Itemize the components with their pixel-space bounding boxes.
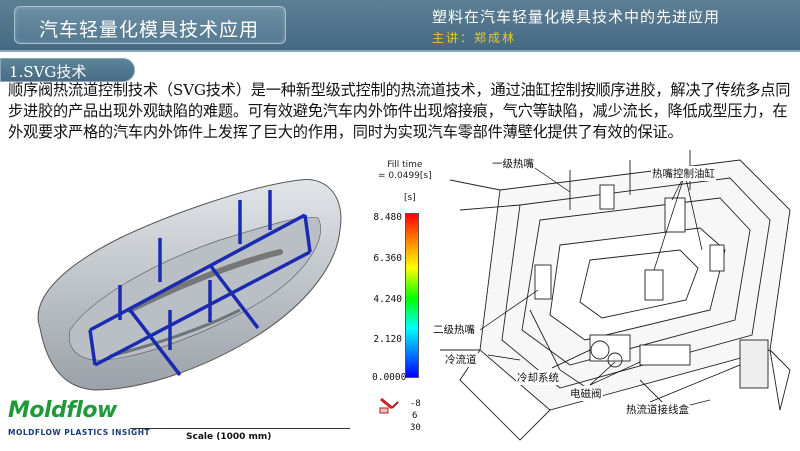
runner-system xyxy=(88,190,312,377)
label-junction-box: 热流道接线盒 xyxy=(625,402,690,417)
label-cold-runner: 冷流道 xyxy=(444,352,478,367)
triad-value: -8 xyxy=(410,399,421,409)
hot-runner-diagram xyxy=(440,150,791,441)
triad-value: 6 xyxy=(412,411,418,421)
triad-value: 30 xyxy=(410,423,421,433)
page-title: 汽车轻量化模具技术应用 xyxy=(39,19,260,41)
section-heading: 1.SVG技术 xyxy=(0,58,135,82)
bumper-simulation-figure xyxy=(37,179,342,391)
logo-subtitle: MOLDFLOW PLASTICS INSIGHT xyxy=(8,428,151,437)
tick-label: 2.120 xyxy=(373,334,402,345)
fill-time-label: Fill time = 0.0499[s] xyxy=(378,160,432,182)
logo-text: Moldflow xyxy=(8,398,117,423)
header-bar: 汽车轻量化模具技术应用 塑料在汽车轻量化模具技术中的先进应用 主讲：郑成林 xyxy=(0,0,800,52)
tick-label: 8.480 xyxy=(373,212,402,223)
scale-bar xyxy=(130,428,350,429)
axis-triad-icon xyxy=(379,397,399,414)
tick-label: 0.0000 xyxy=(372,372,407,383)
scale-label: Scale (1000 mm) xyxy=(186,432,272,442)
legend-unit: [s] xyxy=(404,193,416,203)
label-secondary-nozzle: 二级热嘴 xyxy=(432,322,476,337)
fill-time-value: = 0.0499[s] xyxy=(378,171,432,181)
color-scale-bar xyxy=(405,213,419,378)
body-paragraph: 顺序阀热流道控制技术（SVG技术）是一种新型级式控制的热流道技术，通过油缸控制按… xyxy=(8,81,791,141)
label-cooling-system: 冷却系统 xyxy=(516,370,560,385)
tick-label: 4.240 xyxy=(373,294,402,305)
moldflow-logo: Moldflow xyxy=(8,398,117,423)
label-primary-nozzle: 一级热嘴 xyxy=(491,156,535,171)
header-title-box: 汽车轻量化模具技术应用 xyxy=(14,6,286,44)
header-subtitle: 塑料在汽车轻量化模具技术中的先进应用 xyxy=(432,8,721,26)
tick-label: 6.360 xyxy=(373,253,402,264)
fill-time-text: Fill time xyxy=(387,160,423,170)
label-solenoid-valve: 电磁阀 xyxy=(569,386,603,401)
section-title: 1.SVG技术 xyxy=(9,63,87,81)
label-cylinder: 热嘴控制油缸 xyxy=(651,166,716,181)
header-lecturer: 主讲：郑成林 xyxy=(432,31,517,45)
